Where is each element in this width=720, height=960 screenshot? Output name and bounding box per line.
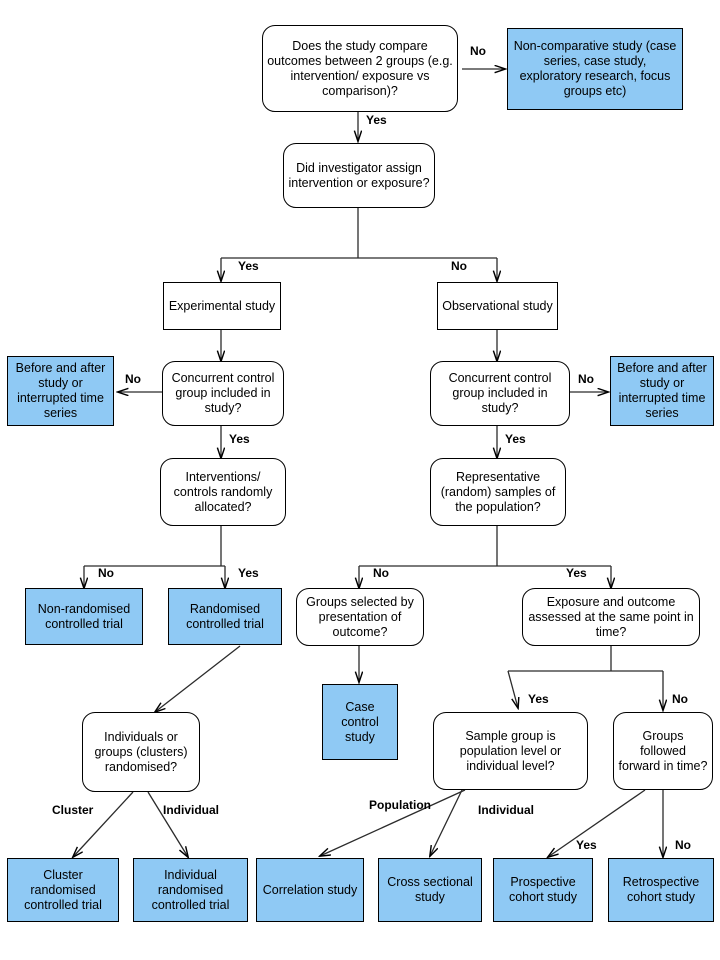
- node-label: Sample group is population level or indi…: [459, 728, 562, 773]
- node-label: Before and after study or interrupted ti…: [15, 361, 106, 420]
- node-terminal-randomised-controlled-trial[interactable]: Randomised controlled trial: [168, 588, 282, 645]
- edge-label-assign-no: No: [451, 259, 467, 273]
- node-question-concurrent-control-left[interactable]: Concurrent control group included in stu…: [162, 361, 284, 426]
- edge-rct-to-individuals: [155, 645, 241, 712]
- edge-followed-yes: [548, 789, 646, 857]
- edge-label-compare-yes: Yes: [366, 113, 387, 127]
- node-label: Correlation study: [262, 882, 358, 897]
- node-label: Before and after study or interrupted ti…: [617, 361, 707, 420]
- node-experimental-study[interactable]: Experimental study: [163, 282, 281, 330]
- node-question-groups-followed-forward[interactable]: Groups followed forward in time?: [613, 712, 713, 790]
- edge-exposure-yes: [507, 670, 518, 708]
- node-label: Randomised controlled trial: [186, 601, 264, 631]
- edge-label-exposure-yes: Yes: [528, 692, 549, 706]
- node-label: Observational study: [442, 298, 553, 313]
- node-terminal-non-randomised-controlled-trial[interactable]: Non-randomised controlled trial: [25, 588, 143, 645]
- node-label: Exposure and outcome assessed at the sam…: [528, 594, 694, 639]
- edge-label-sample-individual: Individual: [478, 803, 535, 817]
- edge-label-exposure-no: No: [672, 692, 688, 706]
- node-question-investigator-assign[interactable]: Did investigator assign intervention or …: [283, 143, 435, 208]
- edge-label-concurrent-left-no: No: [125, 372, 141, 386]
- edge-label-cluster: Cluster: [52, 803, 94, 817]
- edge-population: [320, 789, 466, 856]
- node-question-individuals-or-groups-randomised[interactable]: Individuals or groups (clusters) randomi…: [82, 712, 200, 792]
- node-terminal-correlation-study[interactable]: Correlation study: [256, 858, 364, 922]
- node-terminal-before-after-left[interactable]: Before and after study or interrupted ti…: [7, 356, 114, 426]
- node-label: Cross sectional study: [387, 875, 473, 904]
- node-terminal-before-after-right[interactable]: Before and after study or interrupted ti…: [610, 356, 714, 426]
- node-terminal-cluster-randomised-controlled-trial[interactable]: Cluster randomised controlled trial: [7, 858, 119, 922]
- node-label: Groups selected by presentation of outco…: [306, 594, 414, 639]
- edge-sample-individual: [430, 789, 463, 856]
- node-label: Concurrent control group included in stu…: [448, 371, 552, 415]
- node-label: Interventions/ controls randomly allocat…: [173, 469, 273, 514]
- node-label: Groups followed forward in time?: [618, 728, 708, 773]
- node-question-concurrent-control-right[interactable]: Concurrent control group included in stu…: [430, 361, 570, 426]
- node-question-random-allocation[interactable]: Interventions/ controls randomly allocat…: [160, 458, 286, 526]
- node-question-exposure-outcome-same-time[interactable]: Exposure and outcome assessed at the sam…: [522, 588, 700, 646]
- node-label: Retrospective cohort study: [622, 875, 700, 904]
- edge-label-repr-yes: Yes: [566, 566, 587, 580]
- node-terminal-case-control-study[interactable]: Case control study: [322, 684, 398, 760]
- node-label: Case control study: [341, 699, 379, 744]
- edge-label-concurrent-left-yes: Yes: [229, 432, 250, 446]
- node-label: Prospective cohort study: [508, 875, 578, 904]
- node-question-sample-group-level[interactable]: Sample group is population level or indi…: [433, 712, 588, 790]
- edge-cluster: [73, 791, 134, 857]
- node-label: Individuals or groups (clusters) randomi…: [94, 729, 188, 774]
- node-label: Concurrent control group included in stu…: [171, 371, 275, 415]
- edge-label-followed-yes: Yes: [576, 838, 597, 852]
- edge-label-individual: Individual: [163, 803, 220, 817]
- node-label: Representative (random) samples of the p…: [440, 469, 556, 514]
- node-question-representative-samples[interactable]: Representative (random) samples of the p…: [430, 458, 566, 526]
- edge-label-concurrent-right-no: No: [578, 372, 594, 386]
- node-terminal-non-comparative-study[interactable]: Non-comparative study (case series, case…: [507, 28, 683, 110]
- edge-label-alloc-yes: Yes: [238, 566, 259, 580]
- node-label: Did investigator assign intervention or …: [288, 160, 430, 190]
- node-label: Non-randomised controlled trial: [37, 601, 131, 631]
- node-observational-study[interactable]: Observational study: [437, 282, 558, 330]
- edge-label-followed-no: No: [675, 838, 691, 852]
- node-terminal-cross-sectional-study[interactable]: Cross sectional study: [378, 858, 482, 922]
- node-label: Cluster randomised controlled trial: [24, 867, 102, 912]
- edge-label-concurrent-right-yes: Yes: [505, 432, 526, 446]
- node-terminal-prospective-cohort-study[interactable]: Prospective cohort study: [493, 858, 593, 922]
- node-label: Does the study compare outcomes between …: [267, 38, 453, 98]
- node-question-groups-selected-by-outcome[interactable]: Groups selected by presentation of outco…: [296, 588, 424, 646]
- node-question-compare-groups[interactable]: Does the study compare outcomes between …: [262, 25, 458, 112]
- edge-label-assign-yes: Yes: [238, 259, 259, 273]
- edge-individual: [147, 791, 188, 857]
- node-label: Individual randomised controlled trial: [151, 867, 230, 912]
- node-terminal-retrospective-cohort-study[interactable]: Retrospective cohort study: [608, 858, 714, 922]
- edge-label-repr-no: No: [373, 566, 389, 580]
- node-label: Non-comparative study (case series, case…: [513, 39, 677, 98]
- node-terminal-individual-randomised-controlled-trial[interactable]: Individual randomised controlled trial: [133, 858, 248, 922]
- node-label: Experimental study: [168, 298, 276, 313]
- edge-label-compare-no: No: [470, 44, 486, 58]
- edge-label-alloc-no: No: [98, 566, 114, 580]
- edge-label-population: Population: [369, 798, 431, 812]
